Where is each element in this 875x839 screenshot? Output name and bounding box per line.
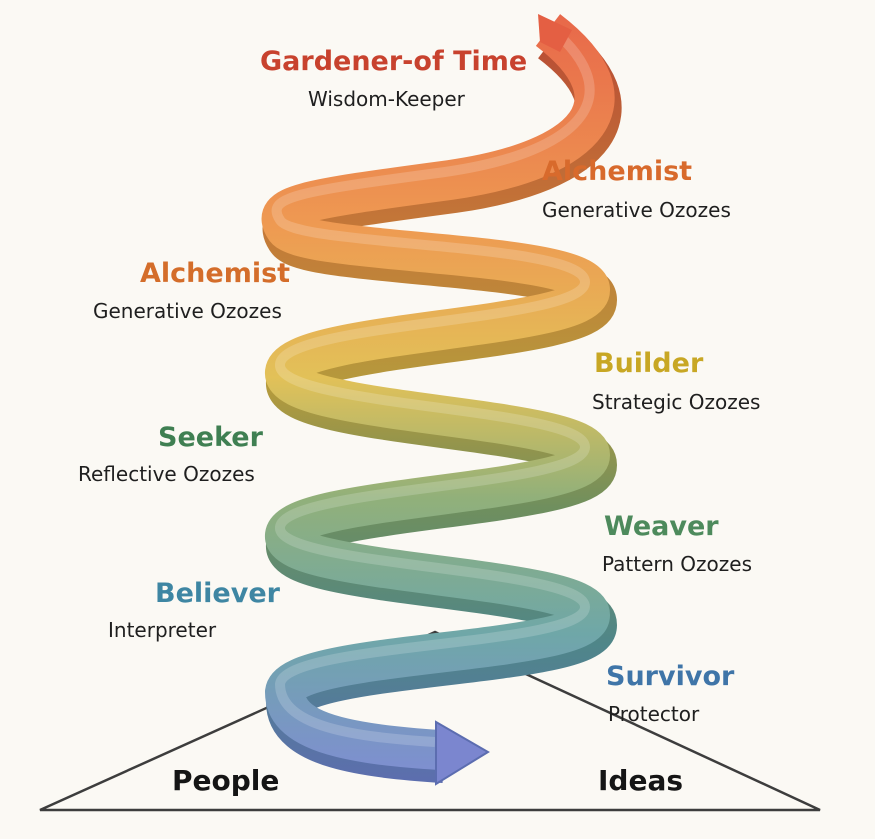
stage-title: Seeker (158, 422, 264, 453)
stage-title: Weaver (604, 511, 719, 542)
stage-title: Believer (155, 578, 281, 609)
stage-alchemist-right: Alchemist Generative Ozozes (542, 156, 731, 222)
spiral-ribbon (261, 14, 615, 770)
stage-title: Gardener-of Time (260, 46, 527, 77)
stage-title: Alchemist (542, 156, 692, 187)
base-label-ideas: Ideas (598, 764, 683, 797)
stage-subtitle: Interpreter (108, 618, 217, 642)
stage-title: Alchemist (140, 258, 290, 289)
stage-builder: Builder Strategic Ozozes (592, 348, 760, 414)
stage-seeker: Seeker Reflective Ozozes (78, 422, 264, 486)
stage-title: Survivor (606, 661, 735, 692)
spiral-tail (538, 14, 572, 52)
stage-subtitle: Reflective Ozozes (78, 462, 255, 486)
stage-believer: Believer Interpreter (108, 578, 281, 642)
stage-survivor: Survivor Protector (606, 661, 735, 726)
arrow-head-icon (435, 720, 490, 786)
stage-subtitle: Pattern Ozozes (602, 552, 752, 576)
stage-weaver: Weaver Pattern Ozozes (602, 511, 752, 576)
stage-gardener: Gardener-of Time Wisdom-Keeper (260, 46, 527, 111)
stage-subtitle: Wisdom-Keeper (308, 87, 466, 111)
base-triangle (39, 630, 821, 812)
stage-subtitle: Generative Ozozes (542, 198, 731, 222)
stage-subtitle: Strategic Ozozes (592, 390, 760, 414)
stage-subtitle: Generative Ozozes (93, 299, 282, 323)
base-label-people: People (172, 764, 279, 797)
spiral-ribbon-highlight (271, 18, 595, 747)
stage-subtitle: Protector (608, 702, 700, 726)
stage-title: Builder (594, 348, 704, 379)
stage-alchemist-left: Alchemist Generative Ozozes (93, 258, 290, 323)
